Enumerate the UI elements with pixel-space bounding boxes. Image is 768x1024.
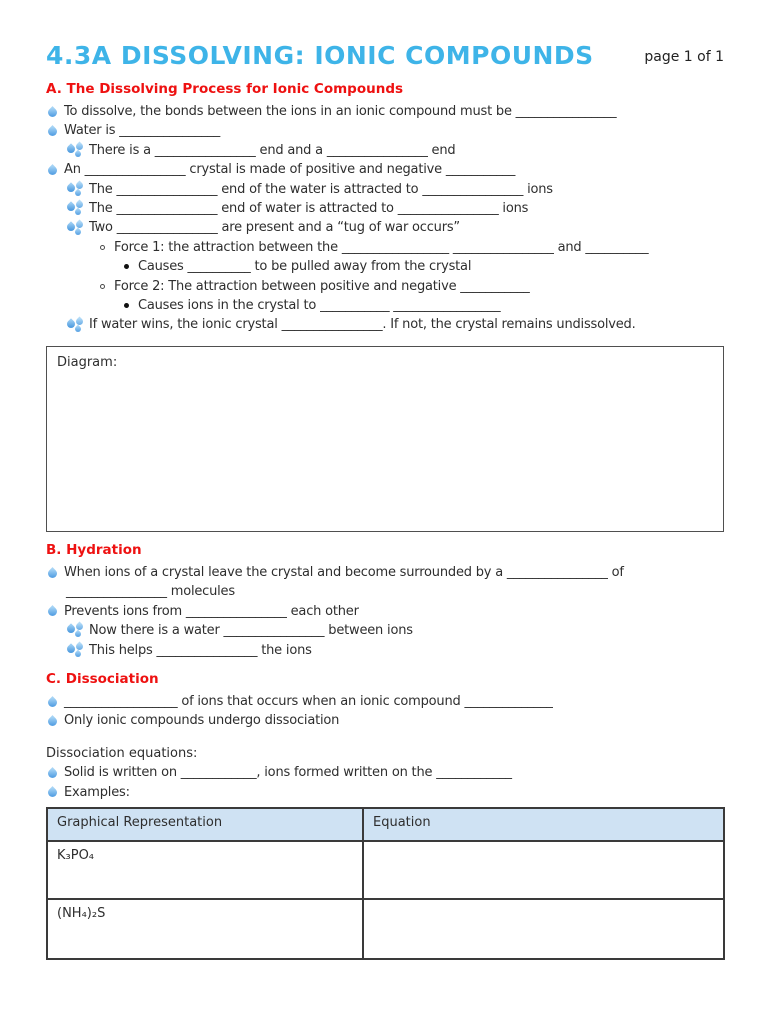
table-header-row: Graphical Representation Equation bbox=[46, 806, 725, 842]
water-drop-icon bbox=[45, 786, 59, 800]
cell-equation-empty bbox=[362, 839, 725, 900]
water-drop-icon bbox=[45, 695, 59, 709]
line-text: Water is ________________ bbox=[64, 123, 221, 139]
line-text: To dissolve, the bonds between the ions … bbox=[64, 104, 617, 119]
line-text: Prevents ions from ________________ each… bbox=[64, 603, 359, 619]
line-text: There is a ________________ end and a __… bbox=[89, 142, 456, 158]
hollow-circle-bullet-icon bbox=[99, 283, 105, 289]
worksheet-line-continuation: ________________ molecules bbox=[66, 582, 724, 601]
section-c-heading: C. Dissociation bbox=[46, 670, 159, 687]
worksheet-line: Force 1: the attraction between the ____… bbox=[94, 238, 724, 257]
cell-equation-empty bbox=[362, 897, 725, 960]
examples-table: Graphical Representation Equation K₃PO₄ … bbox=[46, 806, 725, 960]
line-text: Causes ions in the crystal to __________… bbox=[138, 298, 501, 314]
section-a: A. The Dissolving Process for Ionic Comp… bbox=[45, 81, 724, 335]
worksheet-line: Causes ions in the crystal to __________… bbox=[118, 296, 724, 315]
worksheet-line: There is a ________________ end and a __… bbox=[64, 141, 724, 160]
column-header-graphical-representation: Graphical Representation bbox=[46, 806, 364, 842]
line-text: ________________ molecules bbox=[66, 584, 235, 600]
cell-graphical-nh42s: (NH₄)₂S bbox=[46, 897, 364, 960]
line-text: Solid is written on ____________, ions f… bbox=[64, 765, 512, 781]
line-text: Force 2: The attraction between positive… bbox=[114, 278, 530, 294]
worksheet-line: Prevents ions from ________________ each… bbox=[45, 602, 724, 621]
dissociation-equations-intro: Dissociation equations: bbox=[46, 745, 198, 761]
line-text: Two ________________ are present and a “… bbox=[89, 220, 460, 236]
cell-graphical-k3po4: K₃PO₄ bbox=[46, 839, 364, 900]
page-title: 4.3A DISSOLVING: IONIC COMPOUNDS bbox=[46, 41, 594, 70]
column-header-equation: Equation bbox=[362, 806, 725, 842]
line-text: Force 1: the attraction between the ____… bbox=[114, 239, 649, 255]
line-text: Only ionic compounds undergo dissociatio… bbox=[64, 713, 340, 729]
line-text: __________________ of ions that occurs w… bbox=[64, 693, 553, 709]
line-text: Examples: bbox=[64, 784, 130, 800]
water-drop-icon bbox=[45, 566, 59, 580]
worksheet-line: To dissolve, the bonds between the ions … bbox=[45, 102, 724, 121]
water-drop-icon bbox=[45, 105, 59, 119]
water-drops-cluster-icon bbox=[64, 641, 84, 658]
diagram-label: Diagram: bbox=[57, 354, 118, 370]
worksheet-line: Now there is a water ________________ be… bbox=[64, 621, 724, 640]
line-text: Causes __________ to be pulled away from… bbox=[138, 259, 472, 275]
water-drop-icon bbox=[45, 125, 59, 138]
section-b-heading: B. Hydration bbox=[46, 541, 142, 558]
filled-dot-bullet-icon bbox=[123, 264, 129, 270]
hollow-circle-bullet-icon bbox=[99, 245, 105, 251]
page-number-label: page 1 of 1 bbox=[644, 49, 724, 65]
water-drops-cluster-icon bbox=[64, 180, 84, 198]
line-text: An ________________ crystal is made of p… bbox=[64, 162, 516, 178]
dissociation-equations-lines: Solid is written on ____________, ions f… bbox=[45, 763, 724, 802]
line-text: If water wins, the ionic crystal _______… bbox=[89, 317, 636, 333]
water-drops-cluster-icon bbox=[64, 621, 84, 639]
worksheet-line: Two ________________ are present and a “… bbox=[64, 218, 724, 237]
water-drop-icon bbox=[45, 164, 59, 177]
worksheet-line: Water is ________________ bbox=[45, 121, 724, 140]
worksheet-line: The ________________ end of the water is… bbox=[64, 180, 724, 199]
worksheet-line: If water wins, the ionic crystal _______… bbox=[64, 315, 724, 334]
line-text: The ________________ end of water is att… bbox=[89, 201, 529, 217]
worksheet-line: __________________ of ions that occurs w… bbox=[45, 692, 724, 711]
water-drops-cluster-icon bbox=[64, 199, 84, 217]
section-a-heading: A. The Dissolving Process for Ionic Comp… bbox=[46, 81, 404, 97]
table-row: (NH₄)₂S bbox=[46, 897, 725, 960]
page-header: 4.3A DISSOLVING: IONIC COMPOUNDS page 1 … bbox=[46, 42, 724, 69]
line-text: Now there is a water ________________ be… bbox=[89, 623, 413, 639]
water-drop-icon bbox=[45, 715, 59, 728]
line-text: When ions of a crystal leave the crystal… bbox=[64, 564, 624, 580]
filled-dot-bullet-icon bbox=[123, 303, 129, 309]
worksheet-line: The ________________ end of water is att… bbox=[64, 199, 724, 218]
worksheet-line: When ions of a crystal leave the crystal… bbox=[45, 563, 724, 582]
water-drop-icon bbox=[45, 605, 59, 619]
table-row: K₃PO₄ bbox=[46, 839, 725, 900]
line-text: This helps ________________ the ions bbox=[89, 642, 312, 658]
water-drops-cluster-icon bbox=[64, 219, 84, 236]
section-c: C. Dissociation __________________ of io… bbox=[45, 670, 724, 731]
worksheet-line: Only ionic compounds undergo dissociatio… bbox=[45, 711, 724, 730]
worksheet-line: Examples: bbox=[45, 783, 724, 802]
section-b: B. Hydration When ions of a crystal leav… bbox=[45, 541, 724, 660]
worksheet-line: Force 2: The attraction between positive… bbox=[94, 277, 724, 296]
water-drop-icon bbox=[45, 766, 59, 780]
water-drops-cluster-icon bbox=[64, 316, 84, 333]
diagram-box: Diagram: bbox=[46, 345, 724, 532]
worksheet-line: Causes __________ to be pulled away from… bbox=[118, 257, 724, 276]
water-drops-cluster-icon bbox=[64, 141, 84, 159]
worksheet-line: This helps ________________ the ions bbox=[64, 641, 724, 660]
worksheet-line: An ________________ crystal is made of p… bbox=[45, 160, 724, 179]
worksheet-line: Solid is written on ____________, ions f… bbox=[45, 763, 724, 782]
line-text: The ________________ end of the water is… bbox=[89, 181, 553, 197]
